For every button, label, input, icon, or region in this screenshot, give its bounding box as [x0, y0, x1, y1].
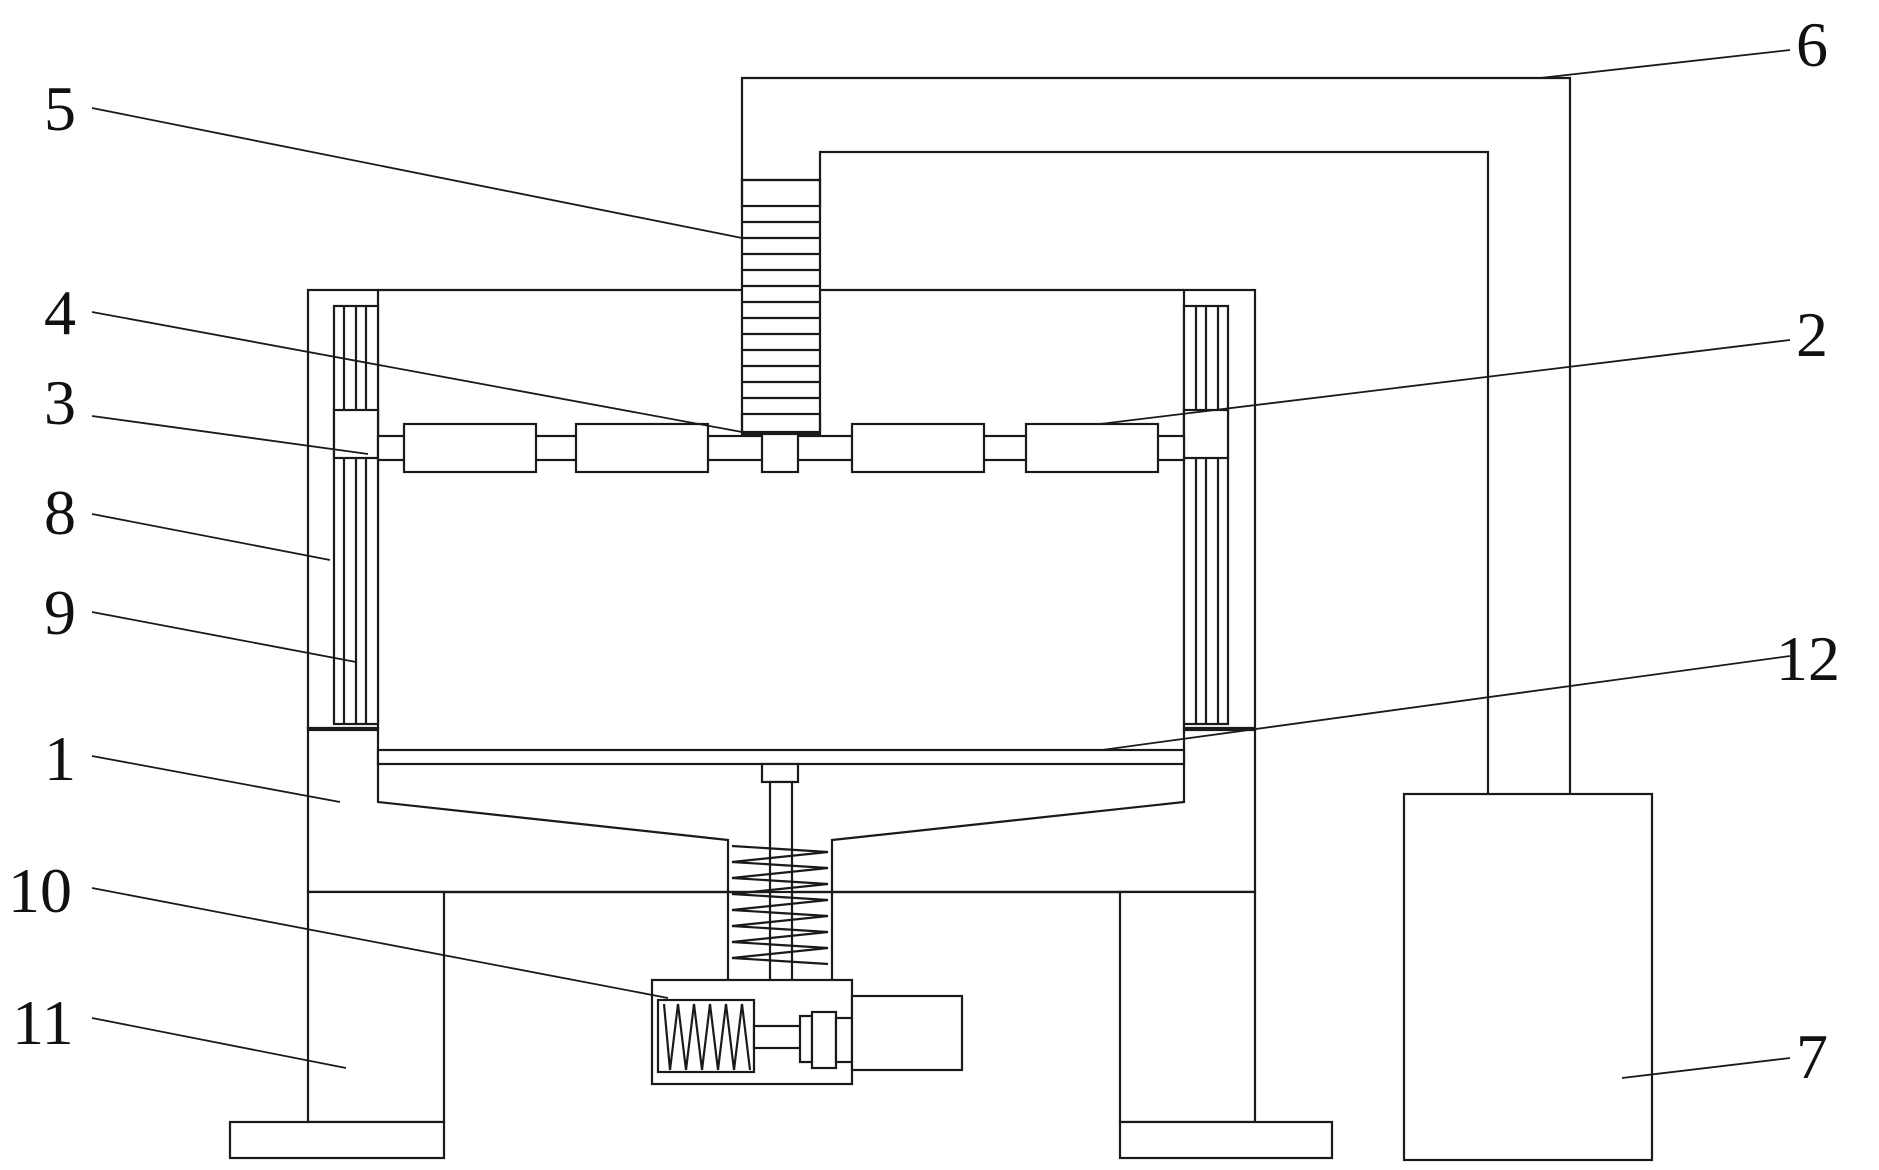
brush-head-1 [402, 422, 538, 474]
label-4: 4 [44, 277, 76, 348]
crossbar-assembly [376, 422, 1186, 474]
reference-labels: 5 6 4 2 3 8 9 12 1 10 11 7 [8, 9, 1840, 1092]
center-connector [760, 430, 800, 474]
motor [850, 994, 964, 1072]
drive-column [740, 178, 822, 436]
brush-head-3 [850, 422, 986, 474]
horizontal-drive [650, 978, 964, 1086]
label-7: 7 [1796, 1021, 1828, 1092]
bottom-plate [376, 748, 1186, 784]
label-1: 1 [44, 723, 76, 794]
label-6: 6 [1796, 9, 1828, 80]
label-5: 5 [44, 73, 76, 144]
label-2: 2 [1796, 299, 1828, 370]
leader-lines [91, 49, 1791, 1079]
label-12: 12 [1776, 623, 1840, 694]
left-slider [332, 408, 380, 460]
left-leg [228, 890, 446, 1160]
brush-head-2 [574, 422, 710, 474]
label-10: 10 [8, 855, 72, 926]
label-8: 8 [44, 477, 76, 548]
left-guide-rail [332, 304, 380, 726]
pipe-frame [740, 76, 1572, 794]
brush-head-4 [1024, 422, 1160, 474]
label-3: 3 [44, 367, 76, 438]
control-box [1402, 792, 1654, 1162]
right-slider [1182, 408, 1230, 460]
right-guide-rail [1182, 304, 1230, 726]
label-11: 11 [12, 987, 74, 1058]
right-leg [1118, 890, 1334, 1160]
label-9: 9 [44, 577, 76, 648]
